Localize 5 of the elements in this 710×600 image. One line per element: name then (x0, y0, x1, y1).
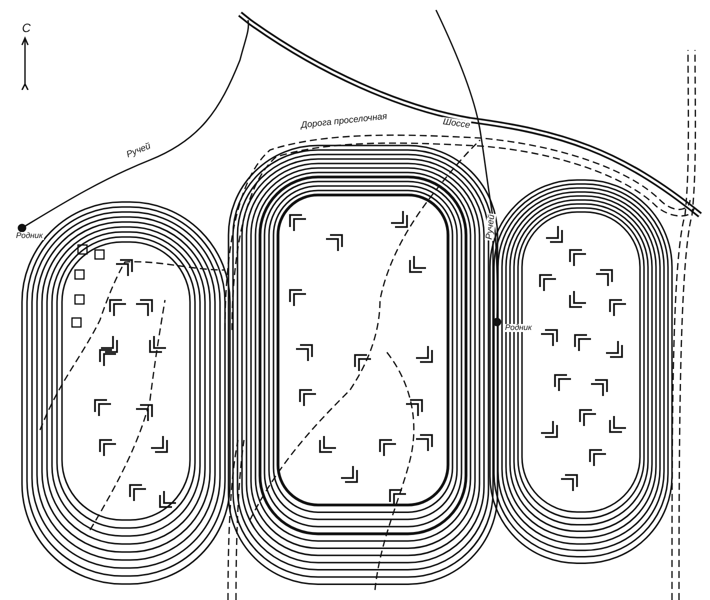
map-label: С (21, 22, 32, 34)
map-label: Ручей (484, 213, 496, 241)
map-label: Дорога проселочная (300, 112, 388, 130)
map-label: Родник (15, 232, 44, 240)
map-label: Родник (504, 324, 533, 332)
